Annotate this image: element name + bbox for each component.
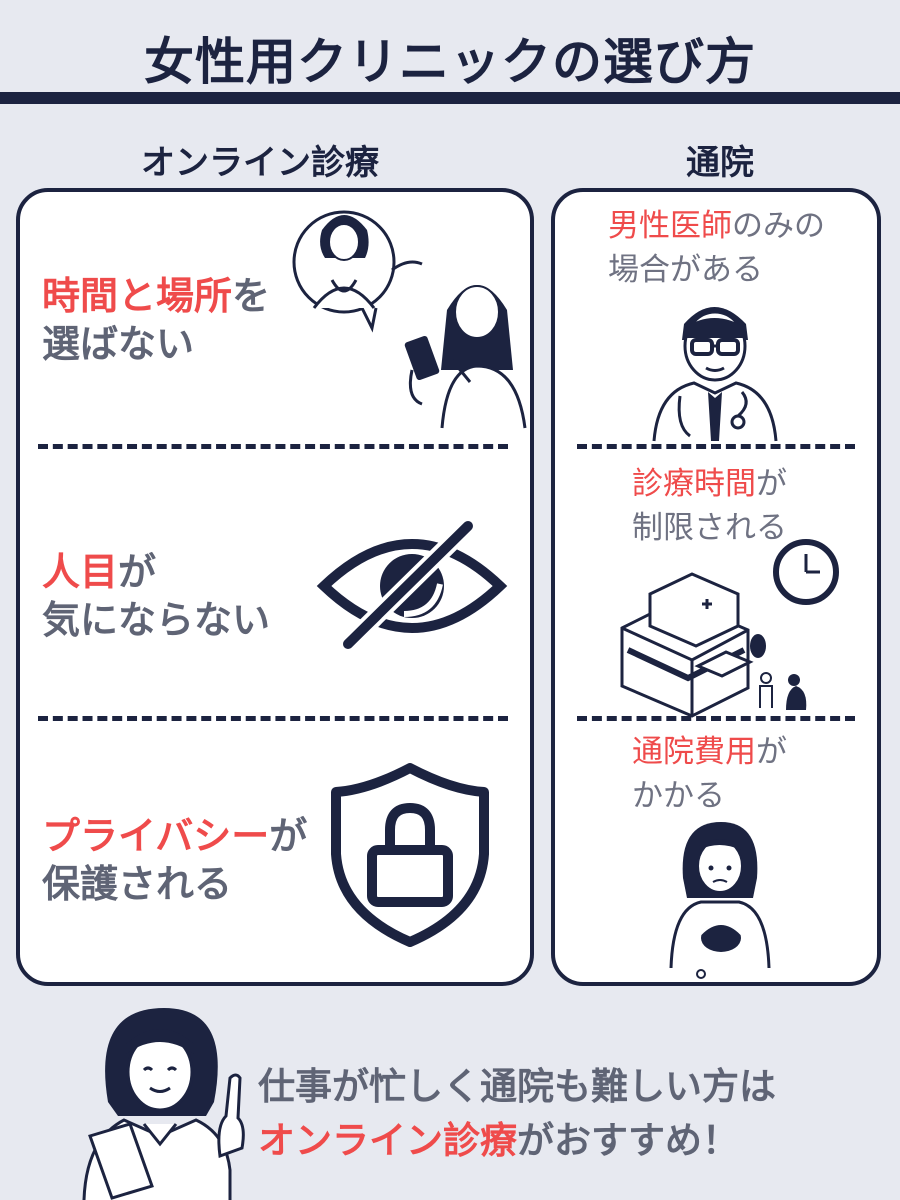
feature-text: を	[232, 274, 271, 318]
eye-slash-icon	[316, 517, 508, 653]
pointing-doctor-icon	[82, 1008, 245, 1200]
con-text: が	[756, 734, 787, 770]
male-doctor-icon	[652, 307, 778, 442]
con-text: かかる	[632, 778, 725, 814]
feature-time-place: 時間と場所を 選ばない	[42, 272, 270, 368]
con-cost: 通院費用が かかる	[632, 730, 787, 818]
con-text: 場合がある	[608, 252, 763, 288]
column-heading-visit: 通院	[686, 143, 754, 183]
worried-woman-wallet-icon	[669, 822, 771, 979]
feature-highlight: 時間と場所	[42, 274, 233, 318]
con-highlight: 通院費用	[632, 734, 756, 770]
column-heading-online: オンライン診療	[141, 143, 379, 183]
con-hours: 診療時間が 制限される	[632, 462, 787, 550]
feature-text: が	[269, 814, 308, 858]
con-highlight: 男性医師	[608, 208, 732, 244]
recommendation-line1: 仕事が忙しく通院も難しい方は	[258, 1065, 776, 1108]
recommendation-line2: がおすすめ！	[517, 1119, 739, 1162]
divider	[577, 444, 855, 449]
hospital-clock-icon	[620, 539, 839, 718]
recommendation-highlight: オンライン診療	[258, 1119, 517, 1162]
con-highlight: 診療時間	[632, 466, 756, 502]
feature-text: 保護される	[42, 862, 233, 906]
con-text: が	[756, 466, 787, 502]
feature-highlight: 人目	[42, 550, 119, 594]
feature-text: が	[118, 550, 157, 594]
con-text: のみの	[732, 208, 825, 244]
page-title: 女性用クリニックの選び方	[144, 33, 756, 91]
recommendation-message: 仕事が忙しく通院も難しい方は オンライン診療がおすすめ！	[258, 1060, 776, 1168]
feature-unseen: 人目が 気にならない	[42, 548, 270, 644]
doctor-smartphone-icon	[292, 210, 527, 429]
con-text: 制限される	[632, 510, 787, 546]
feature-highlight: プライバシー	[42, 814, 270, 858]
con-male-doctor: 男性医師のみの 場合がある	[608, 204, 825, 292]
divider	[38, 716, 508, 721]
divider	[577, 716, 855, 721]
shield-lock-icon	[331, 763, 489, 947]
feature-text: 気にならない	[42, 598, 271, 642]
feature-text: 選ばない	[42, 322, 195, 366]
divider	[38, 444, 508, 449]
feature-privacy: プライバシーが 保護される	[42, 812, 307, 908]
title-underline	[0, 92, 900, 104]
